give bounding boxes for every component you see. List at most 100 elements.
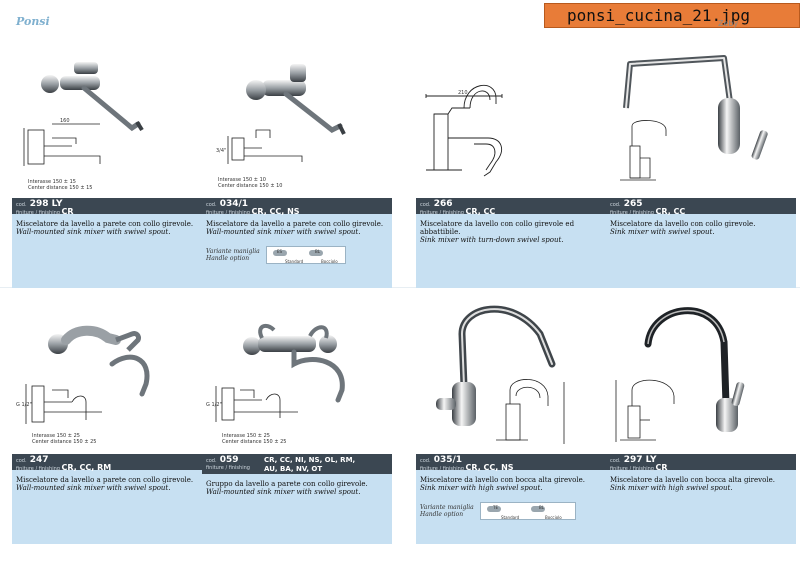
dim-line-1: Interasse 150 ± 25 bbox=[222, 433, 270, 439]
product-finishes: CR, CC, NS bbox=[465, 463, 514, 472]
dim-line-2: Center distance 150 ± 25 bbox=[32, 439, 96, 445]
dim-line-1: Interasse 150 ± 25 bbox=[32, 433, 80, 439]
product-finishes: CR, CC, NI, NS, OL, RM, bbox=[264, 456, 356, 464]
product-description: Gruppo da lavello a parete con collo gir… bbox=[202, 474, 392, 544]
product-image: 3/4" Interasse 150 ± 10 Center distance … bbox=[202, 38, 392, 198]
dim-line-2: Center distance 150 ± 10 bbox=[218, 183, 282, 189]
faucet-photo-drawing: G 1/2" Interasse 150 ± 25 Center distanc… bbox=[206, 323, 345, 445]
faucet-photo-drawing bbox=[620, 55, 768, 181]
handle-option-box: ES Standard BL Bocciolo bbox=[266, 246, 346, 264]
product-code: 297 LY bbox=[623, 455, 657, 465]
handle-label-it: Variante maniglia bbox=[206, 248, 260, 255]
product-code-bar: cod. 035/1 finiture / finishing CR, CC, … bbox=[416, 454, 606, 472]
filename-label: ponsi_cucina_21.jpg bbox=[544, 3, 800, 28]
lever-handle-icon bbox=[309, 250, 323, 256]
product-code-bar: cod. 297 LY finiture / finishing CR bbox=[606, 454, 796, 472]
product-finishes: CR, CC, NS bbox=[251, 207, 300, 216]
description-it: Miscelatore da lavello a parete con coll… bbox=[206, 220, 384, 228]
faucet-photo-drawing: G 1/2" Interasse 150 ± 25 Center distanc… bbox=[16, 325, 150, 445]
product-image: G 1/2" Interasse 150 ± 25 Center distanc… bbox=[12, 294, 202, 454]
product-code-bar: cod. 059 CR, CC, NI, NS, OL, RM, AU, BA,… bbox=[202, 454, 392, 474]
dim-line-1: Interasse 150 ± 15 bbox=[28, 179, 76, 185]
product-code-bar: cod. 298 LY finiture / finishing CR bbox=[12, 198, 202, 216]
product-card-265: cod. 265 finiture / finishing CR, CC Mis… bbox=[606, 38, 796, 288]
faucet-photo-drawing: 3/4" Interasse 150 ± 10 Center distance … bbox=[216, 64, 346, 189]
product-image bbox=[606, 38, 796, 198]
brand-name: Ponsi bbox=[16, 15, 50, 28]
product-description: Miscelatore da lavello con collo girevol… bbox=[416, 214, 606, 288]
product-finishes: CR, CC, RM bbox=[61, 463, 112, 472]
product-image bbox=[416, 294, 606, 454]
faucet-photo-drawing bbox=[436, 305, 565, 444]
description-it: Miscelatore da lavello con collo girevol… bbox=[420, 220, 575, 236]
description-it: Miscelatore da lavello con bocca alta gi… bbox=[610, 476, 775, 484]
description-it: Miscelatore da lavello a parete con coll… bbox=[16, 220, 194, 228]
product-code-bar: cod. 266 finiture / finishing CR, CC bbox=[416, 198, 606, 216]
handle-label-en: Handle option bbox=[206, 255, 250, 262]
description-it: Gruppo da lavello a parete con collo gir… bbox=[206, 480, 368, 488]
description-en: Sink mixer with high swivel spout. bbox=[420, 484, 543, 492]
description-en: Wall-mounted sink mixer with swivel spou… bbox=[206, 488, 361, 496]
lever-handle-icon bbox=[487, 506, 501, 512]
description-en: Wall-mounted sink mixer with swivel spou… bbox=[16, 228, 171, 236]
product-code: 298 LY bbox=[29, 199, 63, 209]
product-description: Miscelatore da lavello con bocca alta gi… bbox=[416, 470, 606, 544]
product-description: Miscelatore da lavello a parete con coll… bbox=[202, 214, 392, 288]
dim-line-2: Center distance 150 ± 15 bbox=[28, 185, 92, 191]
product-image bbox=[606, 294, 796, 454]
handle-label-en: Handle option bbox=[420, 511, 464, 518]
product-description: Miscelatore da lavello a parete con coll… bbox=[12, 214, 202, 288]
product-finishes-extra: AU, BA, NV, OT bbox=[264, 465, 323, 473]
product-code-bar: cod. 265 finiture / finishing CR, CC bbox=[606, 198, 796, 216]
product-code: 247 bbox=[29, 455, 49, 465]
description-it: Miscelatore da lavello con collo girevol… bbox=[610, 220, 756, 228]
lever-handle-icon bbox=[531, 506, 545, 512]
faucet-photo-drawing: 160 Interasse 150 ± 15 Center distance 1… bbox=[23, 62, 144, 191]
product-description: Miscelatore da lavello con bocca alta gi… bbox=[606, 470, 796, 544]
product-card-035-1: cod. 035/1 finiture / finishing CR, CC, … bbox=[416, 294, 606, 544]
description-en: Wall-mounted sink mixer with swivel spou… bbox=[206, 228, 361, 236]
product-card-266: 210 cod. 266 finiture / finishing CR, CC… bbox=[416, 38, 606, 288]
svg-text:G 1/2": G 1/2" bbox=[206, 402, 222, 408]
product-finishes: CR, CC bbox=[465, 207, 496, 216]
svg-text:3/4": 3/4" bbox=[216, 148, 226, 154]
description-en: Sink mixer with turn-down swivel spout. bbox=[420, 236, 564, 244]
product-code: 265 bbox=[623, 199, 643, 209]
lever-handle-icon bbox=[273, 250, 287, 256]
dim-line-2: Center distance 150 ± 25 bbox=[222, 439, 286, 445]
product-card-034-1: 3/4" Interasse 150 ± 10 Center distance … bbox=[202, 38, 392, 288]
description-it: Miscelatore da lavello con bocca alta gi… bbox=[420, 476, 585, 484]
product-finishes: CR bbox=[655, 463, 668, 472]
product-card-298ly: 160 Interasse 150 ± 15 Center distance 1… bbox=[12, 38, 202, 288]
description-en: Sink mixer with high swivel spout. bbox=[610, 484, 733, 492]
handle-option-box: TE Standard BL Bocciolo bbox=[480, 502, 576, 520]
series-mark: Zeby bbox=[718, 19, 739, 28]
dim-line-1: Interasse 150 ± 10 bbox=[218, 177, 266, 183]
product-card-297ly: cod. 297 LY finiture / finishing CR Misc… bbox=[606, 294, 796, 544]
product-finishes: CR bbox=[61, 207, 74, 216]
description-en: Sink mixer with swivel spout. bbox=[610, 228, 715, 236]
product-code-bar: cod. 034/1 finiture / finishing CR, CC, … bbox=[202, 198, 392, 216]
technical-drawing: 210 bbox=[425, 84, 503, 177]
product-description: Miscelatore da lavello con collo girevol… bbox=[606, 214, 796, 288]
product-code: 059 bbox=[219, 455, 239, 465]
description-it: Miscelatore da lavello a parete con coll… bbox=[16, 476, 194, 484]
product-description: Miscelatore da lavello a parete con coll… bbox=[12, 470, 202, 544]
product-image: 210 bbox=[416, 38, 606, 198]
product-code: 034/1 bbox=[219, 199, 249, 209]
dim-width: 210 bbox=[458, 90, 468, 96]
description-en: Wall-mounted sink mixer with swivel spou… bbox=[16, 484, 171, 492]
row-divider bbox=[0, 287, 800, 288]
product-code: 266 bbox=[433, 199, 453, 209]
svg-text:160: 160 bbox=[60, 118, 70, 124]
product-finishes: CR, CC bbox=[655, 207, 686, 216]
product-image: G 1/2" Interasse 150 ± 25 Center distanc… bbox=[202, 294, 392, 454]
handle-label-it: Variante maniglia bbox=[420, 504, 474, 511]
product-card-059: G 1/2" Interasse 150 ± 25 Center distanc… bbox=[202, 294, 392, 544]
product-image: 160 Interasse 150 ± 15 Center distance 1… bbox=[12, 38, 202, 198]
product-code-bar: cod. 247 finiture / finishing CR, CC, RM bbox=[12, 454, 202, 472]
faucet-photo-drawing bbox=[615, 307, 745, 442]
svg-text:G 1/2": G 1/2" bbox=[16, 402, 32, 408]
